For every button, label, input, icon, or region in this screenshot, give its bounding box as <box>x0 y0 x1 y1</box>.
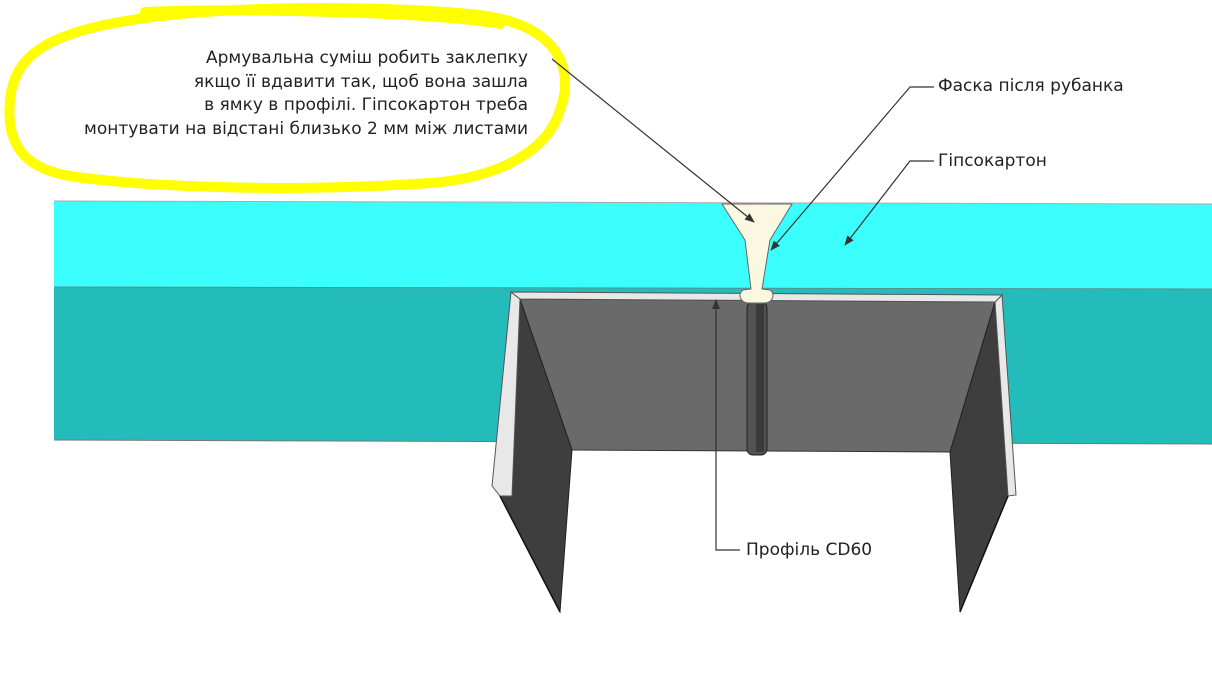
drywall-label: Гіпсокартон <box>938 151 1047 171</box>
profile-label: Профіль CD60 <box>746 540 873 560</box>
note-line: в ямку в профілі. Гіпсокартон треба <box>204 95 528 115</box>
note-line: якщо її вдавити так, щоб вона зашла <box>193 71 528 92</box>
drywall-leader-line <box>844 160 934 246</box>
drywall-top-edge <box>53 200 1212 205</box>
highlight-loop <box>4 3 571 193</box>
chamfer-label: Фаска після рубанка <box>938 76 1124 96</box>
drywall-top-layer <box>54 201 1212 289</box>
chamfer-leader-line <box>770 86 934 251</box>
annotation-note: Армувальна суміш робить заклепку якщо її… <box>60 47 528 141</box>
note-leader-line <box>551 58 755 223</box>
note-line: Армувальна суміш робить заклепку <box>205 48 528 68</box>
drywall-seam-line <box>53 286 1212 290</box>
profile-right-bottom-edge <box>959 495 1009 613</box>
profile-leader-line <box>712 299 740 551</box>
profile-left-bottom-edge <box>499 495 561 613</box>
note-line: монтувати на відстані близько 2 мм між л… <box>84 118 528 139</box>
profile-groove-shadow <box>756 304 764 452</box>
joint-filler <box>721 203 793 304</box>
